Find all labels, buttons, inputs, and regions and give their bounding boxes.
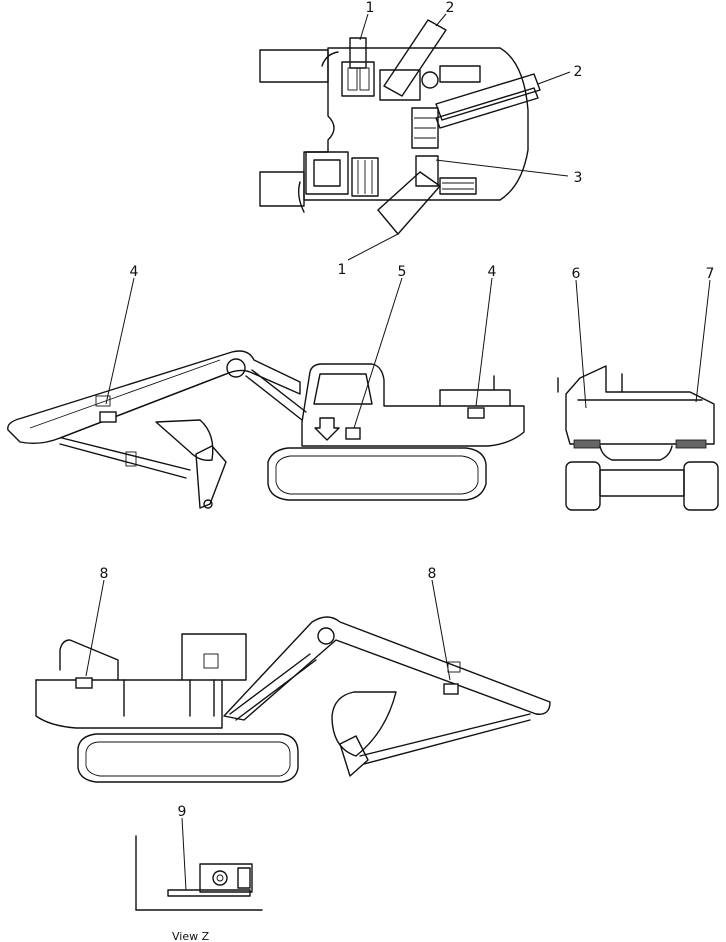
callout-3: 3 [574, 170, 583, 186]
view-z-detail: View Z [135, 835, 263, 942]
callout-1-top: 1 [366, 0, 375, 16]
callout-8-boom: 8 [428, 566, 437, 582]
callout-8-body: 8 [100, 566, 109, 582]
callout-2-top: 2 [446, 0, 455, 16]
callout-2-right: 2 [574, 64, 583, 80]
callout-5: 5 [398, 264, 407, 280]
rear-view [557, 365, 719, 511]
right-side-view [35, 616, 551, 783]
left-side-view [7, 350, 525, 509]
callout-6: 6 [572, 266, 581, 282]
top-view [259, 19, 569, 261]
callout-7: 7 [706, 266, 715, 282]
callout-4-boom: 4 [130, 264, 139, 280]
callout-1-bottom: 1 [338, 262, 347, 278]
callout-leaders [85, 13, 711, 891]
view-z-caption: View Z [172, 930, 210, 942]
callout-9: 9 [178, 804, 187, 820]
callout-4-body: 4 [488, 264, 497, 280]
